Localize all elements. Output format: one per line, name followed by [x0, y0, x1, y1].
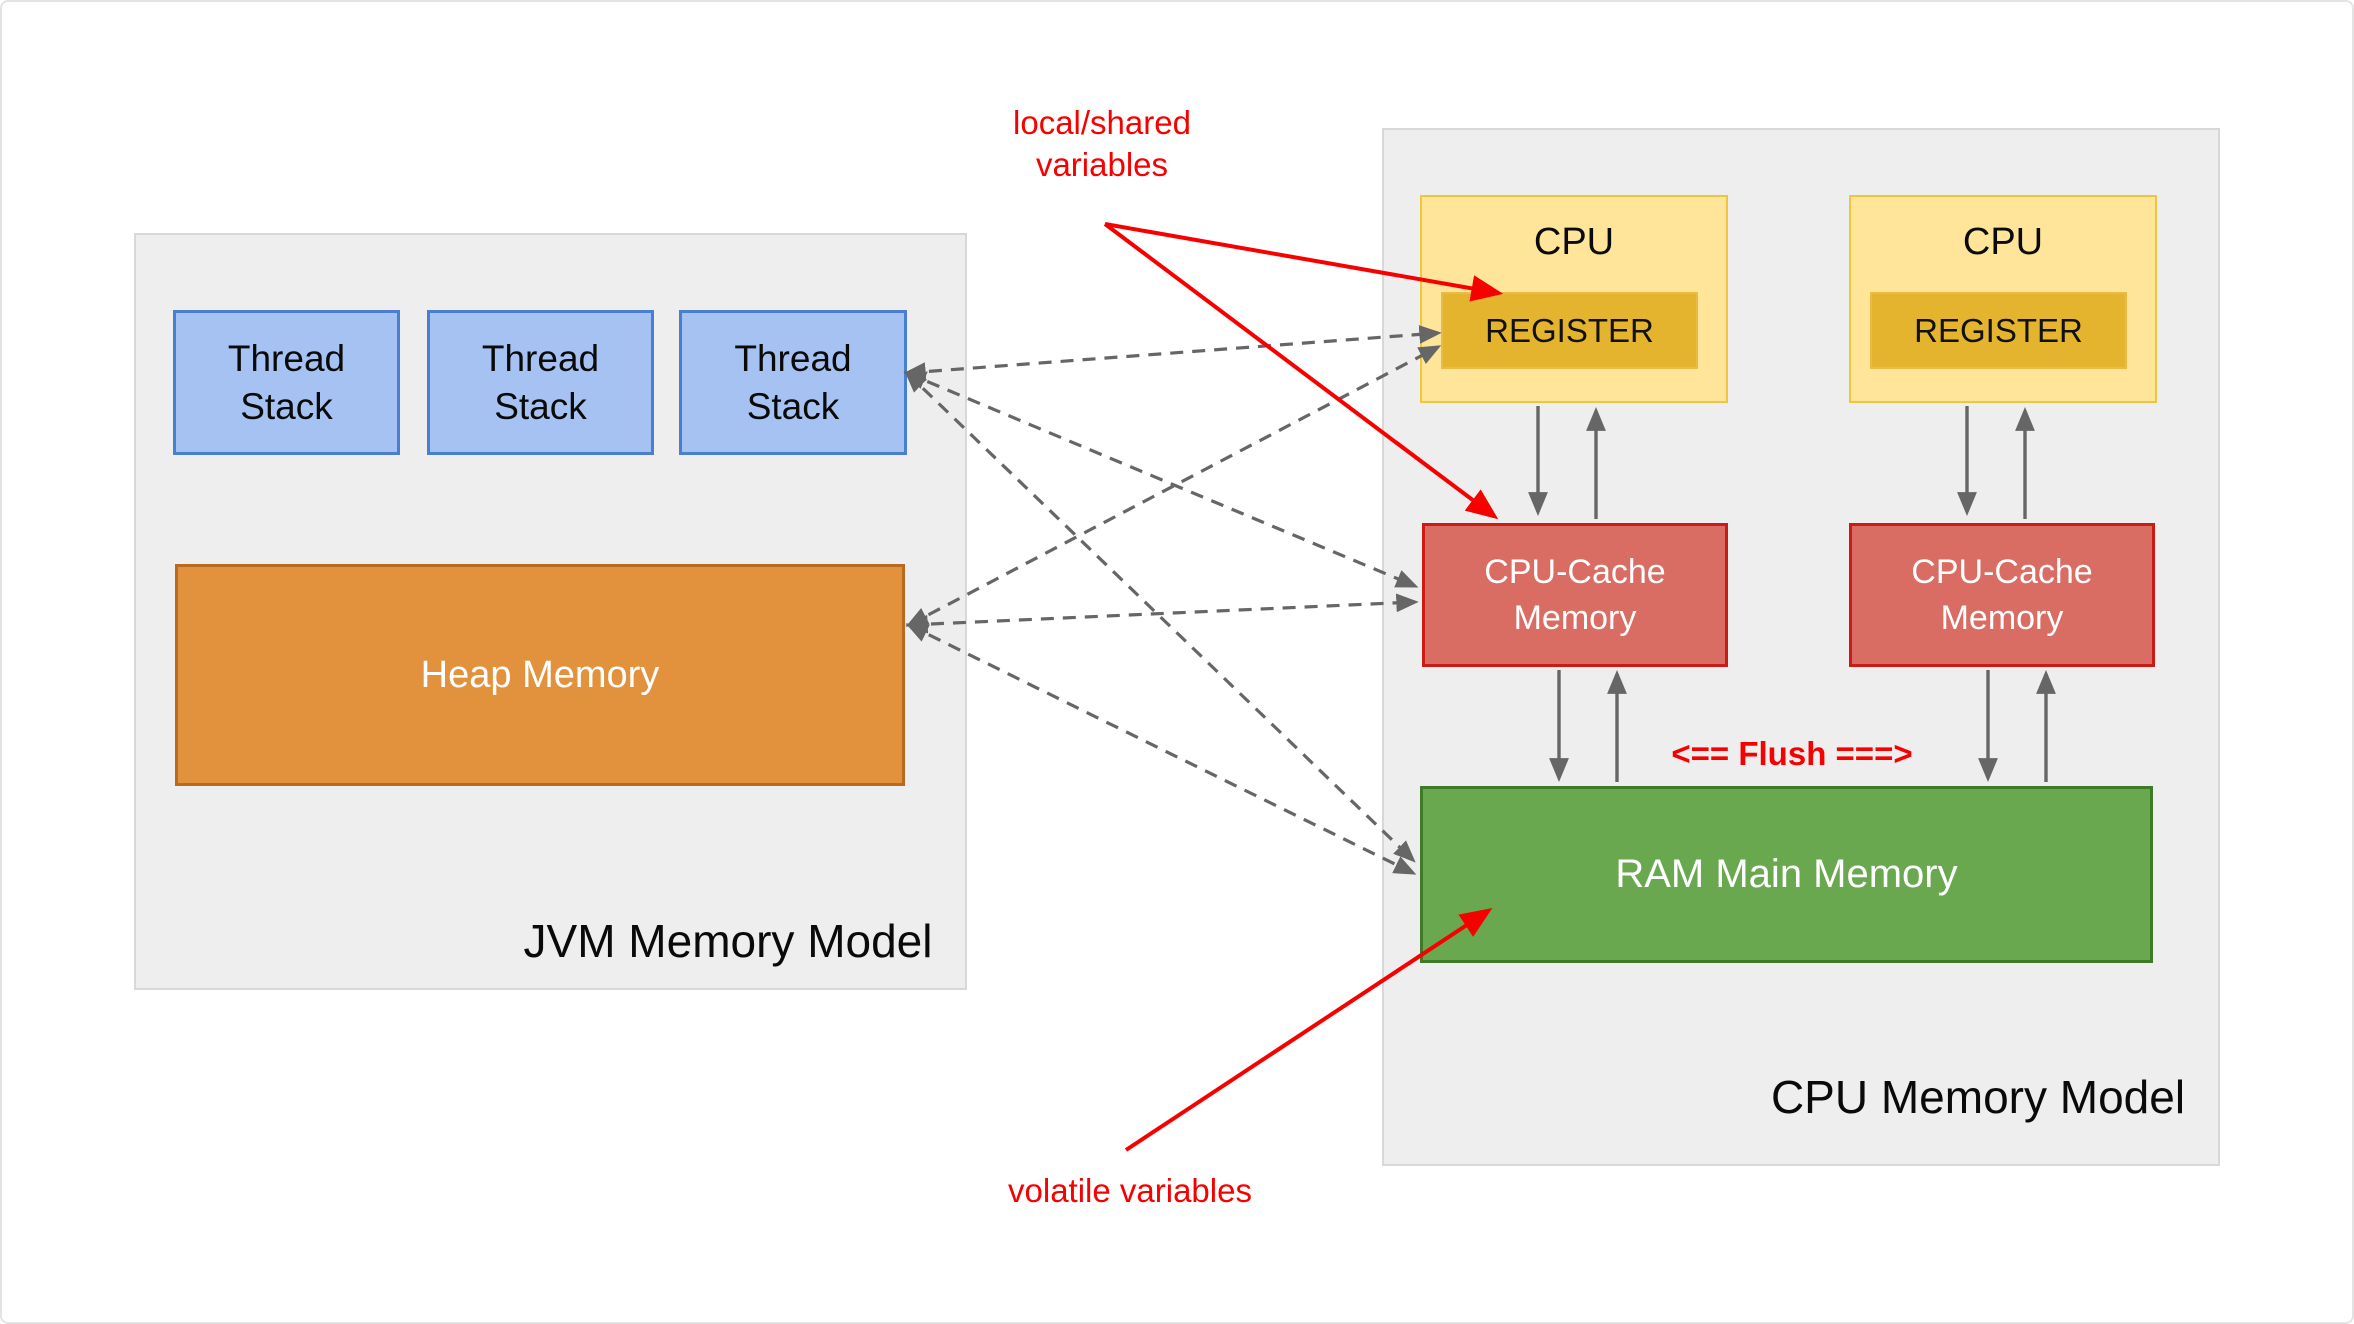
dashed-arrow-stack-cache	[903, 371, 1419, 588]
register-box-2: REGISTER	[1870, 292, 2127, 369]
volatile-variables-label: volatile variables	[1008, 1172, 1252, 1209]
cpu-panel-title: CPU Memory Model	[1770, 1071, 2186, 1123]
local-shared-variables-label: local/shared variables	[1013, 104, 1191, 183]
dashed-links-heap	[905, 345, 1442, 875]
thread-stack-box-1: Thread Stack	[173, 310, 400, 455]
register-box-1: REGISTER	[1441, 292, 1698, 369]
cpu-cache-box-1: CPU-Cache Memory	[1422, 523, 1728, 667]
jvm-panel-title: JVM Memory Model	[523, 915, 933, 967]
dashed-arrow-heap-register	[905, 345, 1442, 627]
ram-main-memory-box: RAM Main Memory	[1420, 786, 2153, 963]
dashed-arrow-heap-cache	[905, 593, 1419, 634]
dashed-arrow-stack-register	[903, 325, 1442, 381]
flush-label: <== Flush ===>	[1671, 735, 1913, 772]
dashed-arrow-stack-ram	[904, 370, 1416, 863]
dashed-arrow-heap-ram	[905, 623, 1417, 875]
thread-stack-box-3: Thread Stack	[679, 310, 907, 455]
dashed-links-thread-stack	[903, 325, 1442, 863]
cpu-cache-box-2: CPU-Cache Memory	[1849, 523, 2155, 667]
thread-stack-box-2: Thread Stack	[427, 310, 654, 455]
heap-memory-box: Heap Memory	[175, 564, 905, 786]
